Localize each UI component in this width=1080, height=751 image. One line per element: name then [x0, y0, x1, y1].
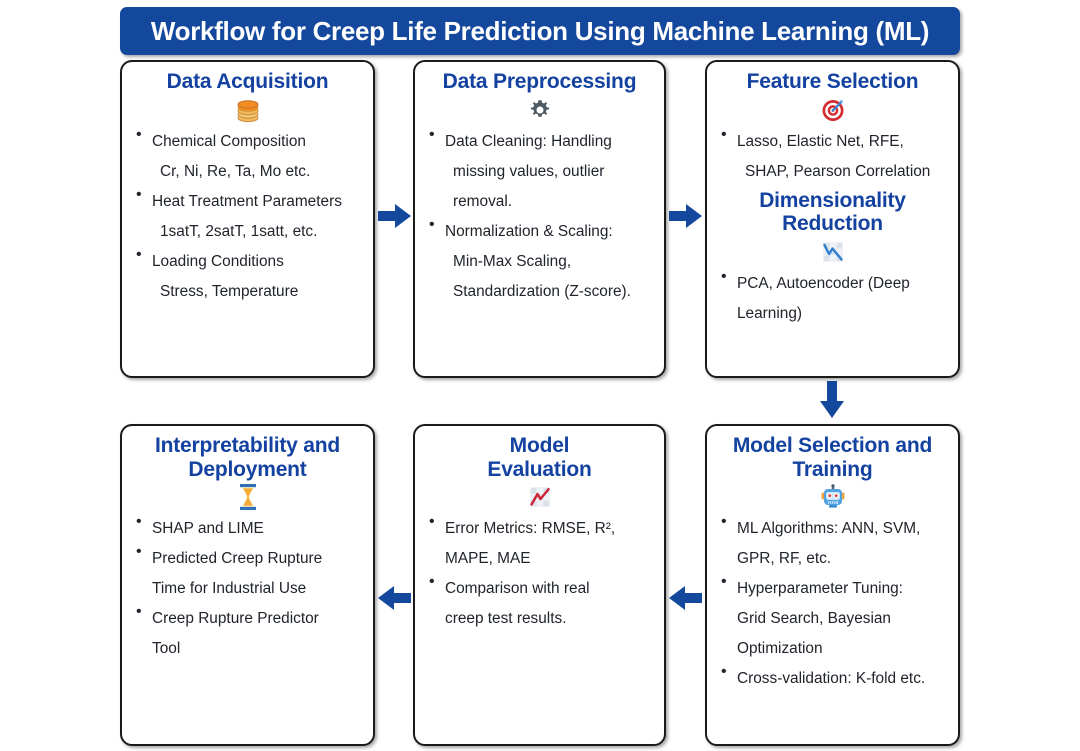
box-feature-selection: Feature Selection Lasso, Elastic Net, RF…: [705, 60, 960, 378]
bullet-main: Comparison with real: [445, 580, 590, 598]
list-item: Lasso, Elastic Net, RFE, SHAP, Pearson C…: [717, 127, 948, 187]
bullet-sub: Min-Max Scaling,: [453, 252, 572, 270]
bullet-list-dimensionality-reduction: PCA, Autoencoder (Deep Learning): [717, 269, 948, 329]
list-item: ML Algorithms: ANN, SVM, GPR, RF, etc.: [717, 514, 948, 574]
list-item: Predicted Creep Rupture Time for Industr…: [132, 544, 363, 604]
arrow-evaluation-to-interpretability: [378, 583, 412, 613]
bullet-sub2: removal.: [453, 192, 513, 210]
diagram-title-banner: Workflow for Creep Life Prediction Using…: [120, 7, 960, 55]
list-item: Normalization & Scaling: Min-Max Scaling…: [425, 217, 654, 307]
list-item: Loading Conditions Stress, Temperature: [132, 247, 363, 307]
target-icon: [717, 95, 948, 125]
bullet-sub: Tool: [152, 640, 181, 658]
box-title-data-acquisition: Data Acquisition: [166, 70, 329, 93]
bullet-sub: Grid Search, Bayesian: [737, 610, 891, 628]
bullet-sub: Time for Industrial Use: [152, 580, 307, 598]
list-item: SHAP and LIME: [132, 514, 363, 544]
robot-icon: [717, 482, 948, 512]
bullet-main: Data Cleaning: Handling: [445, 132, 612, 150]
bullet-sub: Stress, Temperature: [160, 282, 299, 300]
box-model-evaluation: Model Evaluation Error Metrics: RMSE, R²…: [413, 424, 666, 746]
box-title-interpretability-and-deployment: Interpretability and Deployment: [154, 434, 341, 481]
bullet-main: Heat Treatment Parameters: [152, 192, 342, 210]
bullet-sub: Cr, Ni, Re, Ta, Mo etc.: [160, 162, 311, 180]
database-icon: [132, 95, 363, 125]
bullet-sub2: Standardization (Z-score).: [453, 282, 631, 300]
bullet-list-feature-selection: Lasso, Elastic Net, RFE, SHAP, Pearson C…: [717, 127, 948, 187]
list-item: Comparison with real creep test results.: [425, 574, 654, 634]
list-item: Heat Treatment Parameters 1satT, 2satT, …: [132, 187, 363, 247]
box-interpretability-and-deployment: Interpretability and Deployment SHAP and…: [120, 424, 375, 746]
list-item: Hyperparameter Tuning: Grid Search, Baye…: [717, 574, 948, 664]
bullet-list-interpretability-and-deployment: SHAP and LIME Predicted Creep Rupture Ti…: [132, 514, 363, 664]
bullet-main: Creep Rupture Predictor: [152, 610, 319, 628]
bullet-main: Normalization & Scaling:: [445, 222, 613, 240]
chart-decreasing-icon: [717, 237, 948, 267]
hourglass-icon: [132, 482, 363, 512]
box-title-model-selection-and-training: Model Selection and Training: [732, 434, 933, 481]
bullet-sub: Learning): [737, 304, 803, 322]
arrow-model-training-to-evaluation: [669, 583, 703, 613]
list-item: PCA, Autoencoder (Deep Learning): [717, 269, 948, 329]
page-title: Workflow for Creep Life Prediction Using…: [150, 15, 930, 46]
bullet-main: PCA, Autoencoder (Deep: [737, 274, 910, 292]
box-title-data-preprocessing: Data Preprocessing: [442, 70, 637, 93]
bullet-main: Lasso, Elastic Net, RFE,: [737, 132, 904, 150]
bullet-list-data-preprocessing: Data Cleaning: Handling missing values, …: [425, 127, 654, 307]
bullet-main: ML Algorithms: ANN, SVM,: [737, 520, 921, 538]
box-title-feature-selection: Feature Selection: [746, 70, 919, 93]
bullet-sub: GPR, RF, etc.: [737, 550, 832, 568]
gear-icon: [425, 95, 654, 125]
bullet-list-data-acquisition: Chemical Composition Cr, Ni, Re, Ta, Mo …: [132, 127, 363, 307]
bullet-main: SHAP and LIME: [152, 520, 264, 538]
bullet-sub: SHAP, Pearson Correlation: [745, 162, 931, 180]
arrow-acquisition-to-preprocessing: [378, 201, 412, 231]
box-title-model-evaluation: Model Evaluation: [487, 434, 592, 481]
box-data-acquisition: Data Acquisition Chemical Composition Cr…: [120, 60, 375, 378]
box-data-preprocessing: Data Preprocessing Data Cleaning: Handli…: [413, 60, 666, 378]
box-model-selection-and-training: Model Selection and Training ML Algorit: [705, 424, 960, 746]
bullet-sub: 1satT, 2satT, 1satt, etc.: [160, 222, 318, 240]
box-subtitle-dimensionality-reduction: Dimensionality Reduction: [759, 188, 906, 236]
list-item: Cross-validation: K-fold etc.: [717, 664, 948, 694]
bullet-list-model-evaluation: Error Metrics: RMSE, R², MAPE, MAE Compa…: [425, 514, 654, 634]
bullet-sub: MAPE, MAE: [445, 550, 531, 568]
list-item: Data Cleaning: Handling missing values, …: [425, 127, 654, 217]
chart-increasing-icon: [425, 482, 654, 512]
bullet-sub2: Optimization: [737, 640, 823, 658]
bullet-sub: missing values, outlier: [453, 162, 605, 180]
bullet-main: Hyperparameter Tuning:: [737, 580, 903, 598]
list-item: Error Metrics: RMSE, R², MAPE, MAE: [425, 514, 654, 574]
bullet-main: Predicted Creep Rupture: [152, 550, 323, 568]
bullet-main: Chemical Composition: [152, 132, 306, 150]
arrow-feature-selection-to-model-training: [817, 381, 847, 419]
list-item: Chemical Composition Cr, Ni, Re, Ta, Mo …: [132, 127, 363, 187]
bullet-sub: creep test results.: [445, 610, 567, 628]
bullet-main: Cross-validation: K-fold etc.: [737, 670, 926, 688]
bullet-list-model-selection-and-training: ML Algorithms: ANN, SVM, GPR, RF, etc. H…: [717, 514, 948, 694]
arrow-preprocessing-to-feature-selection: [669, 201, 703, 231]
list-item: Creep Rupture Predictor Tool: [132, 604, 363, 664]
bullet-main: Error Metrics: RMSE, R²,: [445, 520, 616, 538]
bullet-main: Loading Conditions: [152, 252, 284, 270]
